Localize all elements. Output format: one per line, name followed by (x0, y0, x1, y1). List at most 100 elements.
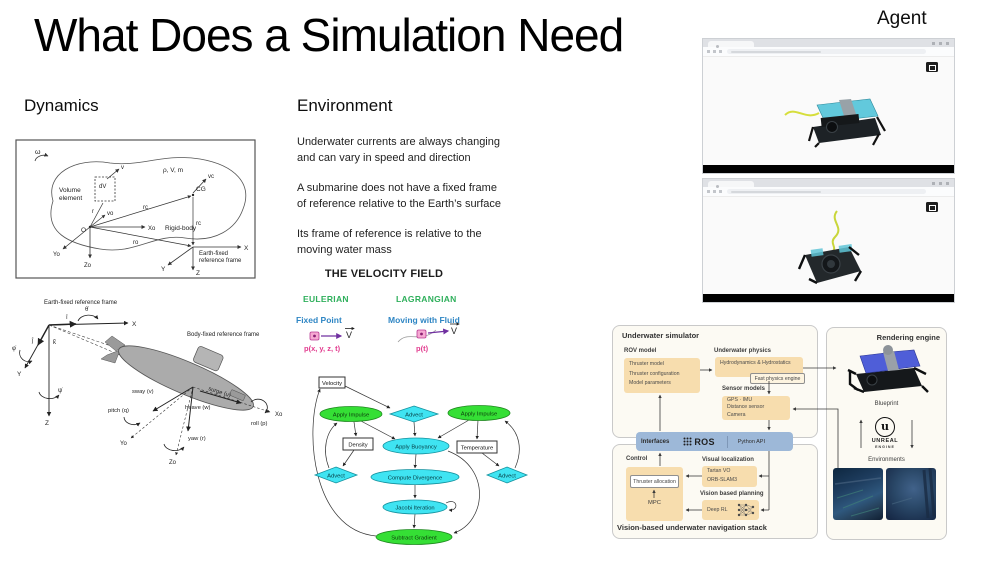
velocity-field-title: THE VELOCITY FIELD (324, 268, 444, 280)
node-temperature-label: Temperature (461, 446, 494, 452)
sensors-line: Camera (727, 411, 746, 418)
browser-toolbar (703, 187, 954, 197)
j-hat-label: ĵ (31, 338, 34, 344)
node-advect-top (388, 405, 440, 423)
y-label: Y (161, 266, 166, 273)
physics-engine-box: Fast physics engine (750, 373, 805, 384)
node-subtract-gradient-label: Subtract Gradient (391, 536, 437, 542)
node-density-label: Density (348, 443, 367, 449)
heave-label: heave (w) (185, 405, 211, 411)
physics-panel: Hydrodynamics & Hydrostatics (715, 357, 803, 377)
letterbox-bar (703, 165, 954, 173)
rho-label: ρ, V, m (163, 167, 183, 174)
viewer-canvas[interactable] (703, 197, 954, 294)
yo-label: Yo (120, 441, 127, 447)
lagrangian-label: LAGRANGIAN (396, 294, 457, 304)
visual-localization-label: Visual localization (702, 457, 754, 463)
neural-net-icon (737, 503, 755, 517)
lagrangian-icon: V (397, 322, 460, 343)
node-apply-impulse-right-label: Apply Impulse (461, 412, 497, 418)
interfaces-bar: Interfaces ROS Python API (636, 432, 793, 451)
thruster-allocation-box: Thruster allocation (630, 475, 679, 488)
simulator-title: Underwater simulator (622, 331, 700, 340)
zo-label: Zo (84, 263, 92, 269)
sensors-label: Sensor models (722, 386, 766, 392)
nav-buttons[interactable] (707, 50, 723, 53)
phi-dot-label: φ̇ (12, 346, 17, 352)
rc2-label: rc (196, 221, 201, 227)
fullscreen-icon[interactable] (926, 62, 938, 72)
rc-label: rc (143, 205, 148, 211)
divider (726, 435, 728, 448)
earth-frame-label: Earth-fixed (199, 251, 228, 257)
node-apply-impulse-left (319, 406, 383, 422)
tether-cable (831, 210, 840, 252)
psi-dot-label: ψ̇ (58, 388, 63, 394)
python-api-label: Python API (737, 438, 765, 445)
sway-label: sway (v) (132, 389, 154, 395)
vo-label: vo (107, 211, 114, 217)
xo-label: Xo (148, 226, 156, 232)
earth-frame-label2: reference frame (199, 258, 242, 264)
env-paragraph-3: Its frame of reference is relative to th… (297, 228, 482, 256)
tether-cable (784, 110, 820, 117)
earth-frame-label: Earth-fixed reference frame (44, 300, 118, 306)
node-advect-top-label: Advect (405, 413, 423, 419)
window-controls[interactable] (932, 41, 950, 45)
ro-label: ro (133, 240, 139, 246)
v-label: v (121, 165, 124, 171)
rov-model-panel: Thruster model Thruster configuration Mo… (624, 358, 700, 393)
node-apply-buoyancy (382, 437, 450, 455)
address-bar[interactable] (727, 189, 926, 194)
favicon (716, 44, 719, 48)
volume-element-label: Volume (59, 187, 81, 194)
sensors-line: Distance sensor (727, 404, 765, 411)
viewer-canvas[interactable] (703, 57, 954, 165)
i-hat-label: î (65, 315, 68, 321)
theta-dot-label: θ̇ (85, 307, 89, 313)
node-advect-left (313, 466, 359, 484)
body-frame-label: Body-fixed reference frame (187, 332, 260, 338)
browser-tab[interactable] (708, 181, 754, 188)
browser-tab-bar[interactable] (703, 39, 954, 48)
ros-logo: ROS (683, 437, 714, 447)
p-lagrangian-label: p(t) (416, 344, 429, 353)
dv-label: dV (99, 184, 106, 190)
unreal-engine-label: ENGINE (875, 445, 895, 449)
browser-toolbar (703, 47, 954, 57)
node-jacobi-iteration-label: Jacobi Iteration (395, 506, 434, 512)
blueprint-label: Blueprint (874, 401, 899, 407)
node-advect-right-label: Advect (498, 474, 516, 480)
rov-blueprint-image (847, 345, 929, 394)
rov-model-line: Thruster model (629, 361, 664, 367)
window-controls[interactable] (932, 181, 950, 185)
cg-label: CG (196, 186, 206, 193)
node-apply-impulse-left-label: Apply Impulse (333, 413, 369, 419)
interfaces-label: Interfaces (641, 438, 670, 445)
control-label: Control (626, 456, 648, 462)
mpc-label: MPC (648, 500, 661, 506)
fullscreen-icon[interactable] (926, 202, 938, 212)
unreal-engine-icon: u (875, 417, 895, 437)
yaw-label: yaw (r) (188, 436, 206, 442)
eulerian-icon: V (309, 326, 355, 341)
x-label: X (244, 245, 249, 252)
node-compute-divergence-label: Compute Divergence (388, 476, 442, 482)
fixed-point-label: Fixed Point (296, 315, 342, 325)
fluid-flowchart: Velocity Apply Impulse Advect Apply Impu… (312, 376, 529, 545)
rendering-title: Rendering engine (876, 333, 940, 342)
browser-tab-bar[interactable] (703, 179, 954, 188)
nav-buttons[interactable] (707, 190, 723, 193)
node-advect-right (485, 466, 529, 484)
v-vector-label: V (451, 326, 457, 336)
node-subtract-gradient (375, 529, 453, 545)
address-bar[interactable] (727, 49, 926, 54)
physics-label: Underwater physics (714, 348, 772, 354)
favicon (716, 184, 719, 188)
physics-line: Hydrodynamics & Hydrostatics (720, 360, 791, 366)
visual-loc-line: Tartan VO (707, 468, 731, 474)
browser-screenshot-1 (702, 38, 955, 174)
node-density (342, 437, 374, 451)
browser-tab[interactable] (708, 41, 754, 48)
origin-label: O (81, 227, 86, 234)
